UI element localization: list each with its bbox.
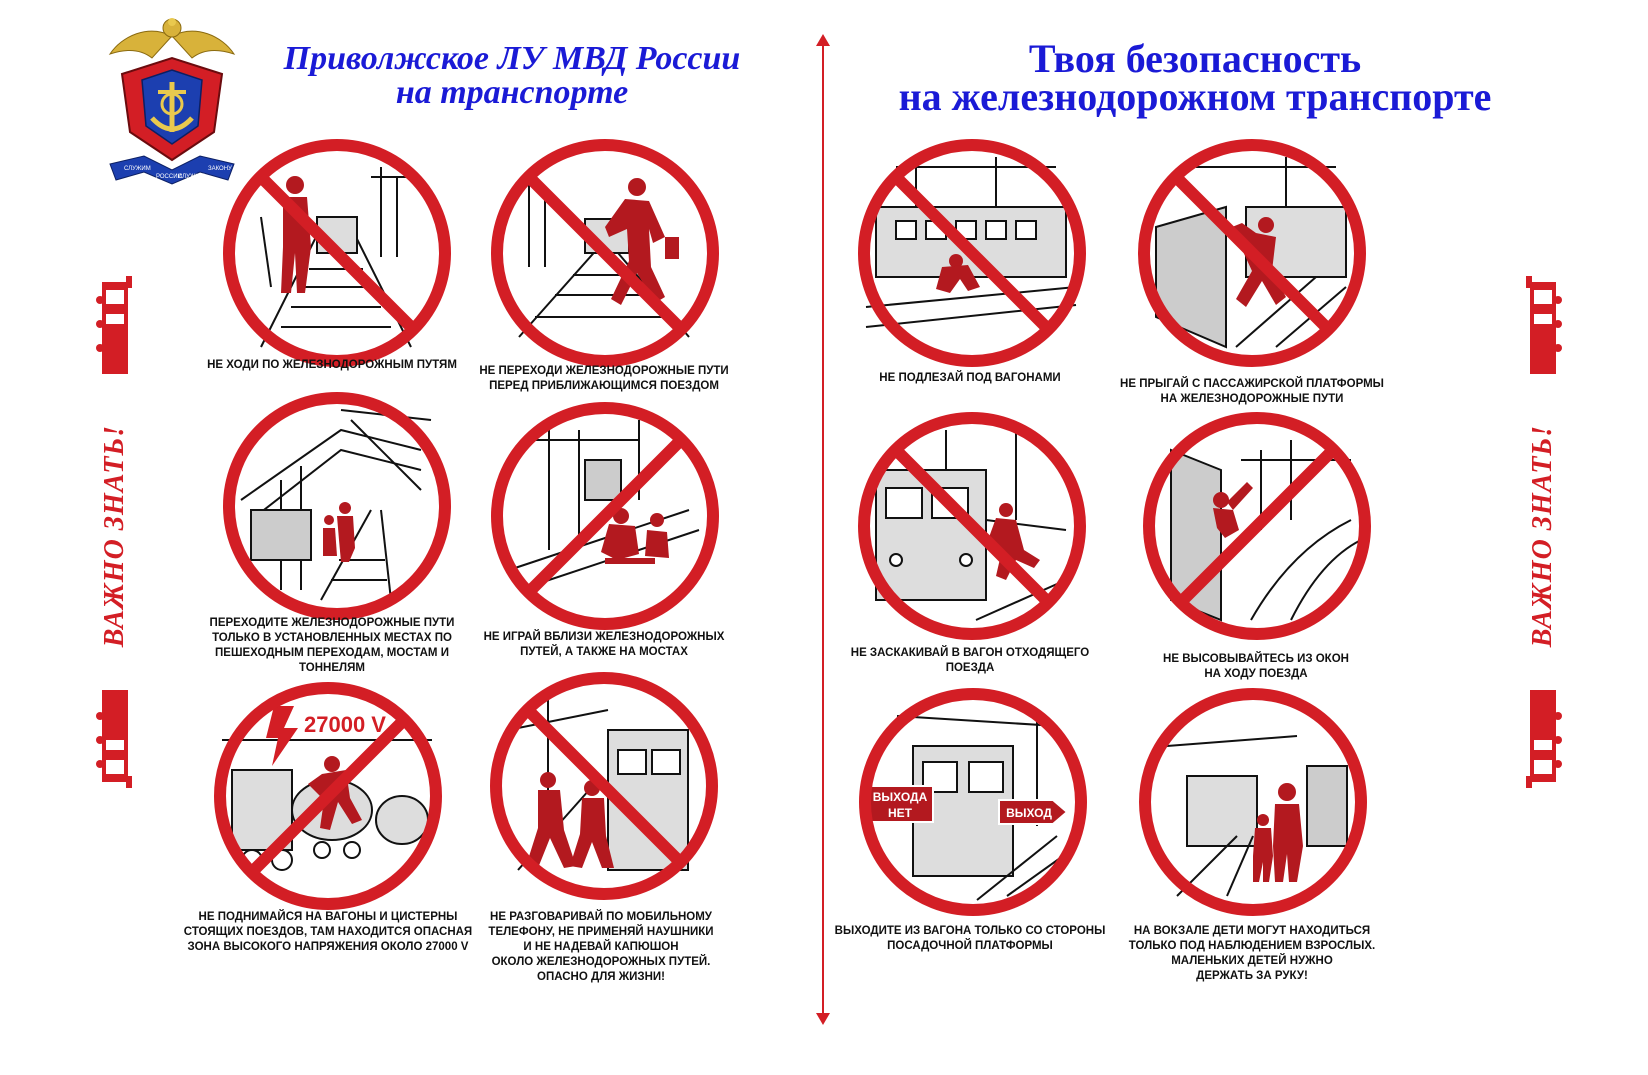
person-walking-on-tracks-icon — [223, 139, 451, 367]
sign-exit-platform: ВЫХОДА НЕТ ВЫХОД — [857, 686, 1089, 918]
sign-crawl-under — [856, 137, 1088, 369]
sign-jump-moving-train — [856, 410, 1088, 642]
svg-text:РОССИИ: РОССИИ — [156, 174, 182, 180]
sign-lean-window — [1141, 410, 1373, 642]
side-ribbon-right: ВАЖНО ЗНАТЬ! — [1520, 276, 1566, 796]
sign-walk-tracks — [221, 137, 453, 369]
person-jumping-from-platform-icon — [1138, 139, 1366, 367]
right-title-line2: на железнодорожном транспорте — [898, 74, 1492, 119]
people-with-headphones-icon — [490, 672, 718, 900]
caption-play-near-tracks: НЕ ИГРАЙ ВБЛИЗИ ЖЕЛЕЗНОДОРОЖНЫХ ПУТЕЙ, А… — [483, 631, 725, 658]
sign-cross-allowed — [221, 390, 453, 622]
left-title-line1: Приволжское ЛУ МВД России — [283, 40, 741, 77]
caption-exit-platform: ВЫХОДИТЕ ИЗ ВАГОНА ТОЛЬКО СО СТОРОНЫ ПОС… — [834, 925, 1106, 952]
caption-jump-moving-train: НЕ ЗАСКАКИВАЙ В ВАГОН ОТХОДЯЩЕГО ПОЕЗДА — [850, 647, 1090, 674]
caption-cross-allowed: ПЕРЕХОДИТЕ ЖЕЛЕЗНОДОРОЖНЫЕ ПУТИ ТОЛЬКО В… — [209, 617, 455, 674]
center-divider — [822, 42, 824, 1017]
left-title: Приволжское ЛУ МВД России на транспорте — [232, 42, 792, 110]
svg-text:СЛУЖИМ: СЛУЖИМ — [178, 174, 205, 180]
sign-phone-headphones — [488, 670, 720, 902]
person-leaning-out-window-icon — [1143, 412, 1371, 640]
side-label-left: ВАЖНО ЗНАТЬ! — [99, 424, 130, 648]
sign-children-adults — [1137, 686, 1369, 918]
caption-children-adults: НА ВОКЗАЛЕ ДЕТИ МОГУТ НАХОДИТЬСЯ ТОЛЬКО … — [1128, 925, 1376, 982]
adult-holding-child-hand-icon — [1139, 688, 1367, 916]
children-playing-on-tracks-icon — [491, 402, 719, 630]
svg-text:ВЫХОДА: ВЫХОДА — [873, 790, 928, 804]
caption-cross-before-train: НЕ ПЕРЕХОДИ ЖЕЛЕЗНОДОРОЖНЫЕ ПУТИ ПЕРЕД П… — [479, 365, 729, 392]
svg-text:ЗАКОНУ: ЗАКОНУ — [208, 166, 232, 172]
caption-phone-headphones: НЕ РАЗГОВАРИВАЙ ПО МОБИЛЬНОМУ ТЕЛЕФОНУ, … — [488, 911, 714, 983]
left-title-line2: на транспорте — [395, 74, 629, 111]
locomotive-icon — [96, 690, 132, 788]
right-title: Твоя безопасность на железнодорожном тра… — [835, 36, 1555, 119]
person-running-across-tracks-icon — [491, 139, 719, 367]
caption-walk-tracks: НЕ ХОДИ ПО ЖЕЛЕЗНОДОРОЖНЫМ ПУТЯМ — [207, 359, 457, 371]
caption-crawl-under: НЕ ПОДЛЕЗАЙ ПОД ВАГОНАМИ — [879, 372, 1061, 384]
sign-play-near-tracks — [489, 400, 721, 632]
caption-lean-window: НЕ ВЫСОВЫВАЙТЕСЬ ИЗ ОКОН НА ХОДУ ПОЕЗДА — [1163, 653, 1349, 680]
svg-text:СЛУЖИМ: СЛУЖИМ — [124, 166, 151, 172]
side-label-right: ВАЖНО ЗНАТЬ! — [1527, 424, 1558, 648]
sign-jump-platform — [1136, 137, 1368, 369]
caption-climb-wagons: НЕ ПОДНИМАЙСЯ НА ВАГОНЫ И ЦИСТЕРНЫ СТОЯЩ… — [183, 911, 473, 953]
pedestrian-crossing-bridge-icon — [223, 392, 451, 620]
divider-arrow-bottom-icon — [816, 1013, 830, 1025]
mvd-emblem-icon: СЛУЖИМ РОССИИ СЛУЖИМ ЗАКОНУ — [108, 18, 236, 185]
locomotive-icon — [96, 276, 132, 374]
sign-cross-before-train — [489, 137, 721, 369]
sign-climb-wagons: 27000 V — [212, 680, 444, 912]
right-title-line1: Твоя безопасность — [1028, 36, 1362, 81]
divider-arrow-top-icon — [816, 34, 830, 46]
caption-jump-platform: НЕ ПРЫГАЙ С ПАССАЖИРСКОЙ ПЛАТФОРМЫ НА ЖЕ… — [1120, 378, 1384, 405]
side-ribbon-left: ВАЖНО ЗНАТЬ! — [92, 276, 138, 796]
svg-text:27000 V: 27000 V — [304, 712, 386, 737]
svg-text:ВЫХОД: ВЫХОД — [1006, 806, 1052, 820]
svg-text:НЕТ: НЕТ — [888, 806, 913, 820]
person-jumping-into-train-icon — [858, 412, 1086, 640]
high-voltage-icon: 27000 V — [214, 682, 442, 910]
locomotive-icon — [1526, 276, 1562, 374]
locomotive-icon — [1526, 690, 1562, 788]
person-crawling-under-train-icon — [858, 139, 1086, 367]
train-exit-signs-icon: ВЫХОДА НЕТ ВЫХОД — [859, 688, 1087, 916]
